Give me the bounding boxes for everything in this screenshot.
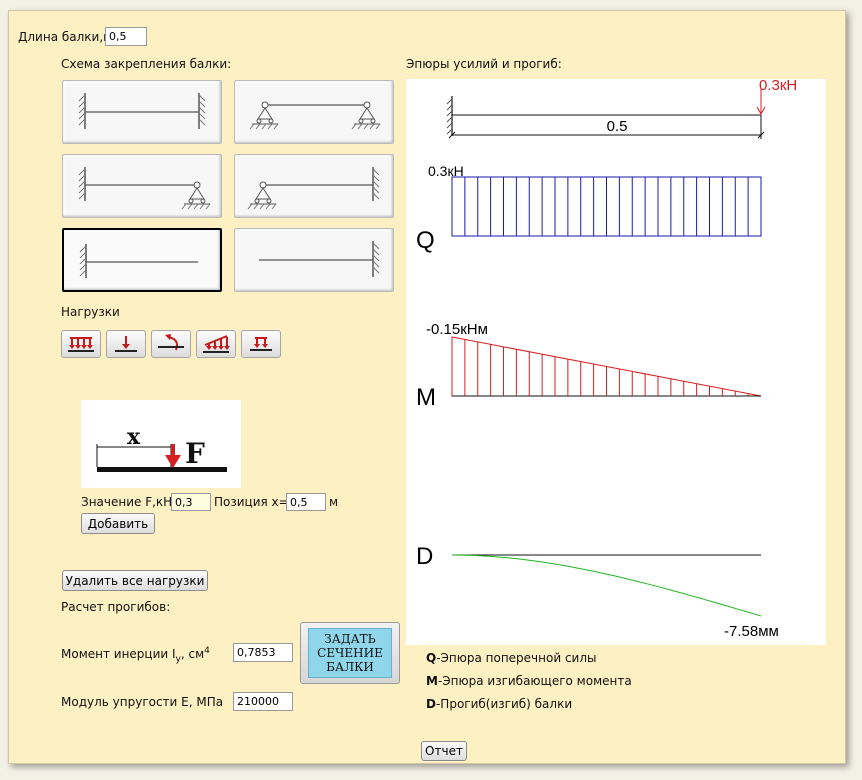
force-value-label: Значение F,кН bbox=[81, 495, 173, 509]
q-diagram bbox=[451, 176, 762, 237]
preview-x-label: x bbox=[127, 424, 141, 450]
scheme-pinned-both-ends[interactable] bbox=[234, 80, 394, 144]
distributed-load-button[interactable] bbox=[61, 330, 101, 358]
moment-icon bbox=[158, 334, 184, 351]
support-scheme-title: Схема закрепления балки: bbox=[61, 57, 232, 71]
cantilever-fixed-right-icon bbox=[259, 241, 380, 277]
m-diagram bbox=[451, 336, 762, 397]
inertia-unit-sup: 4 bbox=[204, 646, 210, 656]
inertia-label-text: Момент инерции I bbox=[61, 647, 176, 661]
m-value-label: -0.15кНм bbox=[426, 321, 488, 338]
moment-load-button[interactable] bbox=[151, 330, 191, 358]
distributed-load-icon bbox=[68, 337, 94, 352]
beam-support-hatch bbox=[446, 98, 453, 135]
section-button-line-1: ЗАДАТЬ bbox=[324, 632, 376, 646]
diagrams-canvas: 0.5 0.3кН 0.3кН Q -0.15кНм M D -7.58мм bbox=[406, 77, 826, 645]
point-force-icon bbox=[115, 336, 137, 352]
beam-length-label: 0.5 bbox=[607, 118, 628, 135]
q-value-label: 0.3кН bbox=[428, 163, 464, 179]
pinned-both-ends-icon bbox=[249, 101, 381, 130]
set-section-button[interactable]: ЗАДАТЬ СЕЧЕНИЕ БАЛКИ bbox=[300, 622, 400, 684]
legend-d-key: D bbox=[426, 697, 436, 711]
legend-d-text: -Прогиб(изгиб) балки bbox=[435, 697, 573, 711]
legend-m-key: M bbox=[426, 674, 438, 688]
add-load-button[interactable]: Добавить bbox=[81, 513, 155, 534]
inertia-label: Момент инерции Iy, см4 bbox=[61, 646, 210, 664]
legend-m-text: -Эпюра изгибающего момента bbox=[437, 674, 632, 688]
scheme-cantilever-fixed-right[interactable] bbox=[234, 228, 394, 292]
force-value-input[interactable] bbox=[171, 493, 211, 511]
m-letter: M bbox=[416, 384, 436, 411]
section-button-line-2: СЕЧЕНИЕ bbox=[317, 646, 383, 660]
remove-all-loads-button[interactable]: Удалить все нагрузки bbox=[62, 570, 208, 591]
inertia-subscript: y bbox=[175, 654, 181, 665]
load-preview: x F bbox=[81, 400, 241, 488]
partial-distributed-load-icon bbox=[250, 337, 272, 351]
triangular-load-button[interactable] bbox=[196, 330, 236, 358]
inertia-input[interactable] bbox=[233, 643, 293, 662]
legend-q-text: -Эпюра поперечной силы bbox=[436, 651, 597, 665]
point-force-button[interactable] bbox=[106, 330, 146, 358]
load-value-label: 0.3кН bbox=[759, 79, 797, 94]
d-deflection-curve bbox=[451, 554, 762, 617]
diagrams-title: Эпюры усилий и прогиб: bbox=[406, 57, 562, 71]
report-button[interactable]: Отчет bbox=[421, 741, 467, 761]
preview-f-label: F bbox=[185, 437, 205, 470]
diagrams-svg: 0.5 0.3кН 0.3кН Q -0.15кНм M D -7.58мм bbox=[416, 77, 797, 640]
legend-d: D-Прогиб(изгиб) балки bbox=[426, 697, 572, 711]
triangular-load-icon bbox=[203, 335, 230, 353]
inertia-unit: , см bbox=[180, 647, 205, 661]
beam-length-label: Длина балки,м bbox=[18, 30, 113, 44]
scheme-fixed-left-pinned-right[interactable] bbox=[62, 154, 222, 218]
position-label: Позиция x= bbox=[214, 495, 289, 509]
position-unit: м bbox=[329, 495, 339, 509]
set-section-button-face: ЗАДАТЬ СЕЧЕНИЕ БАЛКИ bbox=[308, 628, 392, 678]
q-letter: Q bbox=[416, 227, 435, 254]
d-value-label: -7.58мм bbox=[724, 623, 779, 640]
modulus-input[interactable] bbox=[233, 692, 293, 711]
position-input[interactable] bbox=[286, 493, 326, 511]
load-arrow-head bbox=[756, 106, 766, 116]
legend-m: M-Эпюра изгибающего момента bbox=[426, 674, 632, 688]
loads-title: Нагрузки bbox=[61, 305, 120, 319]
deflection-title: Расчет прогибов: bbox=[61, 600, 171, 614]
force-preview-icon bbox=[96, 444, 227, 472]
pinned-left-fixed-right-icon bbox=[247, 167, 380, 210]
legend-q: Q-Эпюра поперечной силы bbox=[426, 651, 597, 665]
cantilever-fixed-left-icon bbox=[79, 244, 198, 278]
scheme-cantilever-fixed-left[interactable] bbox=[62, 228, 222, 292]
fixed-left-pinned-right-icon bbox=[78, 167, 211, 210]
legend-q-key: Q bbox=[426, 651, 437, 665]
fixed-both-ends-icon bbox=[78, 93, 206, 129]
section-button-line-3: БАЛКИ bbox=[326, 660, 374, 674]
modulus-label: Модуль упругости E, МПа bbox=[61, 695, 224, 709]
partial-distributed-load-button[interactable] bbox=[241, 330, 281, 358]
dimension-tick-right bbox=[757, 131, 765, 139]
dimension-tick-left bbox=[448, 131, 456, 139]
d-letter: D bbox=[416, 543, 433, 570]
scheme-pinned-left-fixed-right[interactable] bbox=[234, 154, 394, 218]
beam-length-input[interactable] bbox=[105, 27, 147, 46]
scheme-fixed-both-ends[interactable] bbox=[62, 80, 222, 144]
